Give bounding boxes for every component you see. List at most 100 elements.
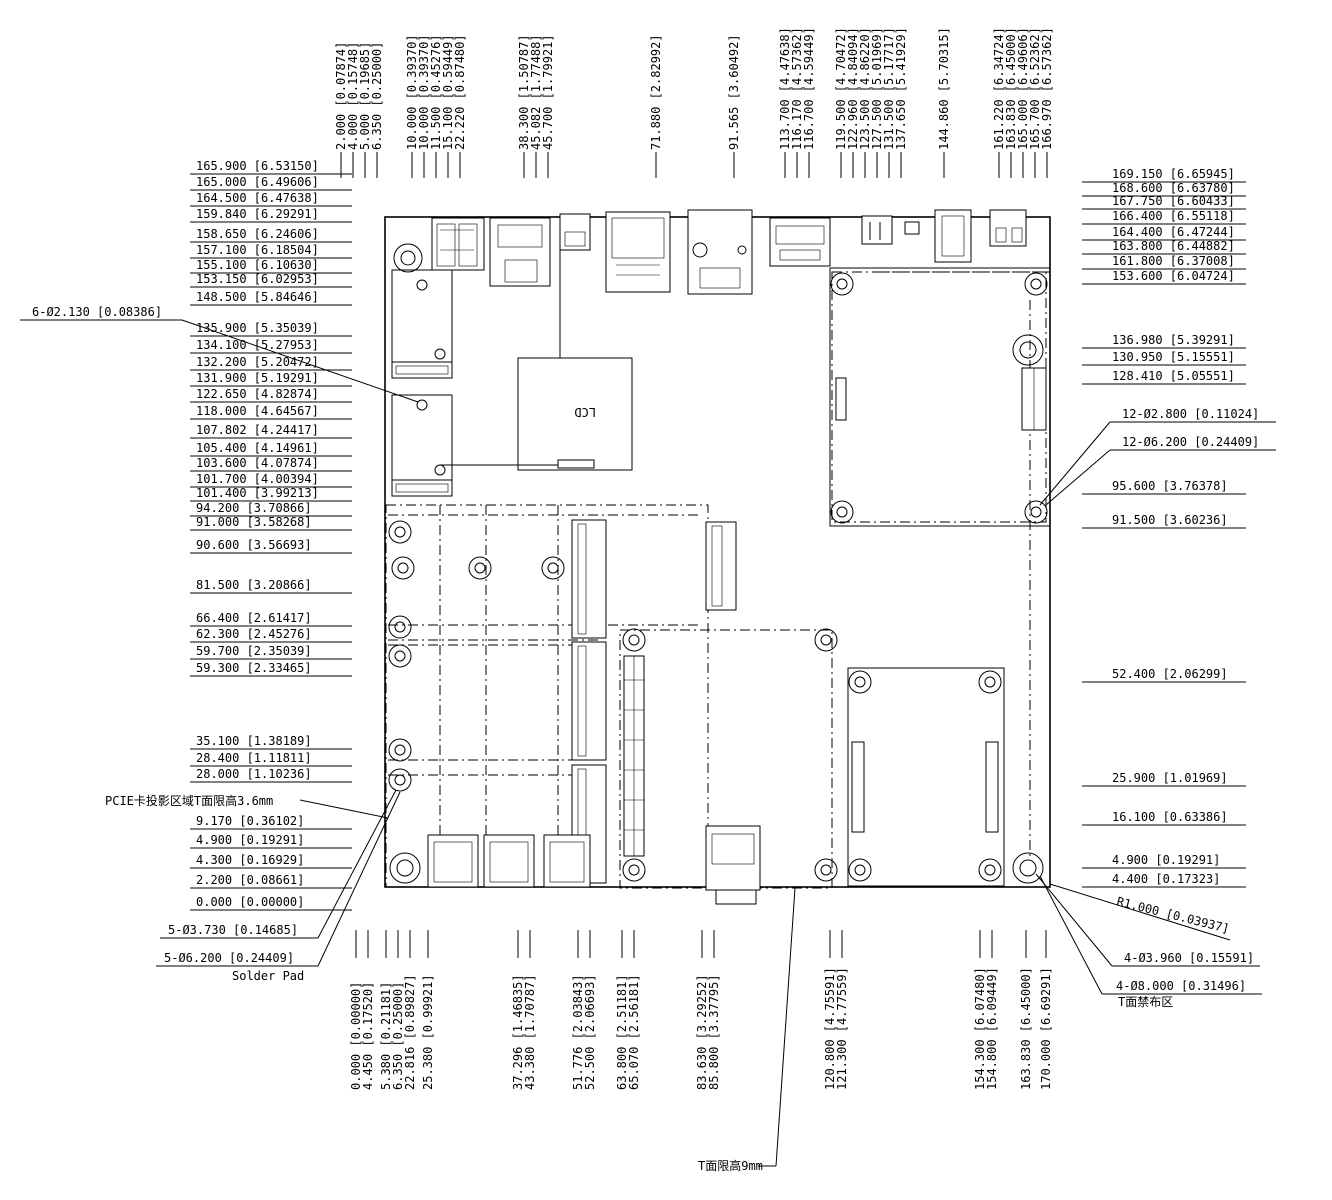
left-dim-label: 135.900 [5.35039]: [196, 321, 319, 335]
mounting-hole: [468, 556, 492, 580]
top-dim-label: 91.565 [3.60492]: [727, 34, 741, 150]
mounting-hole: [1012, 334, 1044, 366]
bottom-dim-label: 85.800 [3.37795]: [707, 974, 721, 1090]
bottom-dim-label: 22.816 [0.89827]: [403, 974, 417, 1090]
right-dim-label: 128.410 [5.05551]: [1112, 369, 1235, 383]
top-dim-label: 10.000 [0.39370]: [405, 34, 419, 150]
bottom-dim-label: 170.000 [6.69291]: [1039, 967, 1053, 1090]
mounting-hole: [541, 556, 565, 580]
right-dim-label: 25.900 [1.01969]: [1112, 771, 1228, 785]
bottom-dim-label: 4.450 [0.17520]: [361, 982, 375, 1090]
left-dim-label: 132.200 [5.20472]: [196, 355, 319, 369]
callout-solder-pad: Solder Pad: [232, 969, 304, 983]
top-dim-label: 71.880 [2.82992]: [649, 34, 663, 150]
left-dim-label: 134.100 [5.27953]: [196, 338, 319, 352]
left-dim-label: 158.650 [6.24606]: [196, 227, 319, 241]
sim-connector: [934, 209, 972, 263]
left-dim-label: 165.900 [6.53150]: [196, 159, 319, 173]
left-dim-label: 2.200 [0.08661]: [196, 873, 304, 887]
top-dim-label: 165.700 [6.52362]: [1028, 27, 1042, 150]
right-dim-label: 130.950 [5.15551]: [1112, 350, 1235, 364]
mounting-hole: [1012, 852, 1044, 884]
right-dim-label: 163.800 [6.44882]: [1112, 239, 1235, 253]
mounting-hole: [830, 272, 854, 296]
bottom-dim-label: 5.380 [0.21181]: [379, 982, 393, 1090]
bottom-dim-label: 43.380 [1.70787]: [523, 974, 537, 1090]
rj45-connector: [605, 211, 671, 293]
mounting-hole: [830, 500, 854, 524]
callout-hole-12b: 12-Ø6.200 [0.24409]: [1122, 435, 1259, 449]
top-dim-label: 2.000 [0.07874]: [334, 42, 348, 150]
right-dim-label: 4.900 [0.19291]: [1112, 853, 1220, 867]
bottom-dim-label: 52.500 [2.06693]: [583, 974, 597, 1090]
left-dim-label: 90.600 [3.56693]: [196, 538, 312, 552]
right-dim-label: 136.980 [5.39291]: [1112, 333, 1235, 347]
left-dim-label: 131.900 [5.19291]: [196, 371, 319, 385]
left-dim-label: 101.700 [4.00394]: [196, 472, 319, 486]
mounting-hole: [978, 670, 1002, 694]
right-dim-label: 16.100 [0.63386]: [1112, 810, 1228, 824]
left-dim-label: 35.100 [1.38189]: [196, 734, 312, 748]
right-dim-label: 161.800 [6.37008]: [1112, 254, 1235, 268]
mounting-hole: [1024, 500, 1048, 524]
left-dimension-labels: 165.900 [6.53150] 165.000 [6.49606] 164.50…: [190, 159, 352, 911]
mounting-hole: [389, 852, 421, 884]
bottom-dim-label: 154.300 [6.07480]: [973, 967, 987, 1090]
mounting-hole: [388, 615, 412, 639]
left-dim-label: 165.000 [6.49606]: [196, 175, 319, 189]
right-dim-label: 91.500 [3.60236]: [1112, 513, 1228, 527]
top-dim-label: 165.000 [6.49606]: [1016, 27, 1030, 150]
bottom-dimension-labels: 0.000 [0.00000]4.450 [0.17520] 5.380 [0.2…: [349, 930, 1053, 1090]
mounting-hole: [393, 243, 423, 273]
left-dim-label: 91.000 [3.58268]: [196, 515, 312, 529]
mounting-hole: [388, 520, 412, 544]
left-dim-label: 164.500 [6.47638]: [196, 191, 319, 205]
callout-height-note: T面限高9mm: [698, 1158, 763, 1173]
callout-hole-12a: 12-Ø2.800 [0.11024]: [1122, 407, 1259, 421]
small-header-top: [861, 215, 920, 245]
left-dim-label: 59.700 [2.35039]: [196, 644, 312, 658]
top-dim-label: 119.500 [4.70472]: [834, 27, 848, 150]
left-dim-label: 157.100 [6.18504]: [196, 243, 319, 257]
mounting-hole: [391, 556, 415, 580]
left-dim-label: 148.500 [5.84646]: [196, 290, 319, 304]
mounting-hole: [388, 768, 412, 792]
callout-hole-4b: 4-Ø8.000 [0.31496]: [1116, 979, 1246, 993]
left-dim-label: 122.650 [4.82874]: [196, 387, 319, 401]
left-dim-label: 101.400 [3.99213]: [196, 486, 319, 500]
right-dim-label: 166.400 [6.55118]: [1112, 209, 1235, 223]
lcd-label: LCD: [574, 405, 596, 419]
top-dim-label: 113.700 [4.47638]: [778, 27, 792, 150]
left-dim-label: 153.150 [6.02953]: [196, 272, 319, 286]
right-dimension-labels: 169.150 [6.65945]168.600 [6.63780]167.75…: [1082, 167, 1246, 888]
bottom-dim-label: 51.776 [2.03843]: [571, 974, 585, 1090]
left-dim-label: 28.400 [1.11811]: [196, 751, 312, 765]
left-dim-label: 0.000 [0.00000]: [196, 895, 304, 909]
callout-hole-5b: 5-Ø6.200 [0.24409]: [164, 951, 294, 965]
callout-hole-5a: 5-Ø3.730 [0.14685]: [168, 923, 298, 937]
mounting-hole: [848, 670, 872, 694]
left-dim-label: 59.300 [2.33465]: [196, 661, 312, 675]
hdmi-connector: [489, 217, 551, 287]
top-dim-label: 45.700 [1.79921]: [541, 34, 555, 150]
left-dim-label: 107.802 [4.24417]: [196, 423, 319, 437]
bottom-dim-label: 37.296 [1.46835]: [511, 974, 525, 1090]
callout-hole-6: 6-Ø2.130 [0.08386]: [32, 305, 162, 319]
right-dim-label: 167.750 [6.60433]: [1112, 194, 1235, 208]
left-dim-label: 103.600 [4.07874]: [196, 456, 319, 470]
top-dim-label: 116.700 [4.59449]: [802, 27, 816, 150]
top-dim-label: 122.960 [4.84094]: [846, 27, 860, 150]
top-dim-label: 4.000 [0.15748]: [346, 42, 360, 150]
left-dim-label: 159.840 [6.29291]: [196, 207, 319, 221]
mounting-holes: [388, 243, 1048, 884]
left-dim-label: 66.400 [2.61417]: [196, 611, 312, 625]
right-dim-label: 4.400 [0.17323]: [1112, 872, 1220, 886]
right-dim-label: 52.400 [2.06299]: [1112, 667, 1228, 681]
mounting-hole: [814, 628, 838, 652]
bottom-dim-label: 0.000 [0.00000]: [349, 982, 363, 1090]
bottom-dim-label: 154.800 [6.09449]: [985, 967, 999, 1090]
left-dim-label: 81.500 [3.20866]: [196, 578, 312, 592]
right-dim-label: 153.600 [6.04724]: [1112, 269, 1235, 283]
pcie-keepout-region: [385, 504, 709, 888]
